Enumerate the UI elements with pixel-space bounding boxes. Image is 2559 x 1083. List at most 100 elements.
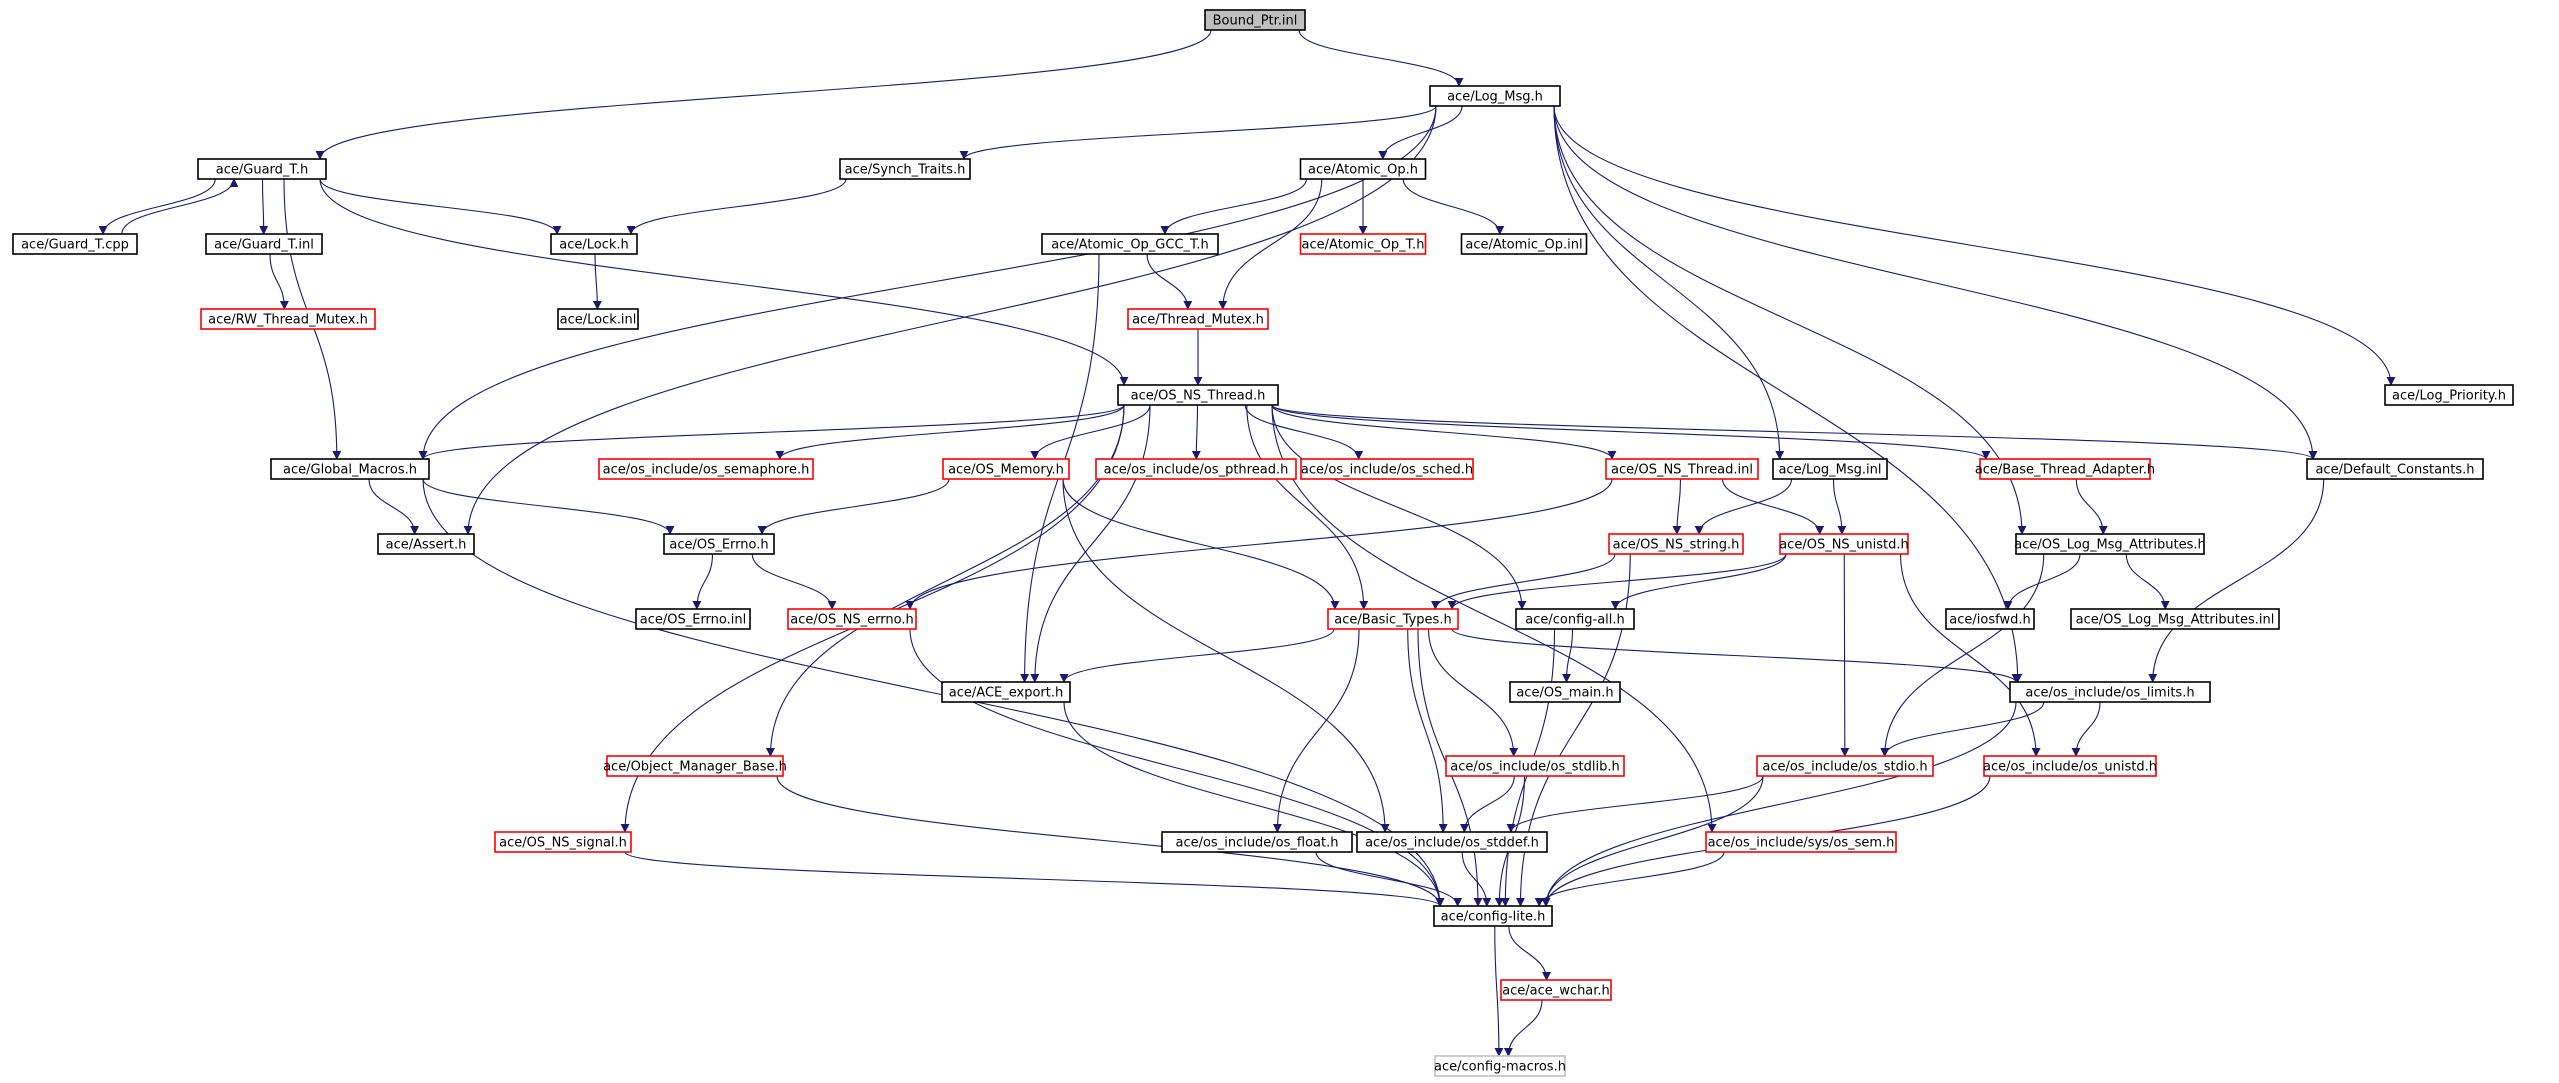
node-object-manager-base-h[interactable]: ace/Object_Manager_Base.h bbox=[603, 755, 787, 777]
node-config-lite-h[interactable]: ace/config-lite.h bbox=[1433, 905, 1553, 927]
node-os-float-h[interactable]: ace/os_include/os_float.h bbox=[1161, 831, 1353, 853]
node-os-ns-string-h[interactable]: ace/OS_NS_string.h bbox=[1608, 533, 1744, 555]
node-os-errno-inl[interactable]: ace/OS_Errno.inl bbox=[635, 608, 751, 630]
node-os-log-msg-attributes-h[interactable]: ace/OS_Log_Msg_Attributes.h bbox=[2014, 533, 2206, 555]
edge-guard_t_inl-to-rw_thread_mutex_h bbox=[269, 253, 289, 310]
node-bound-ptr-inl[interactable]: Bound_Ptr.inl bbox=[1204, 9, 1306, 31]
edge-os_ns_unistd_h-to-config_all_h bbox=[1610, 553, 1787, 610]
node-atomic-op-gcc-t-h[interactable]: ace/Atomic_Op_GCC_T.h bbox=[1041, 233, 1219, 255]
node-os-ns-errno-h[interactable]: ace/OS_NS_errno.h bbox=[787, 608, 917, 630]
node-default-constants-h[interactable]: ace/Default_Constants.h bbox=[2306, 458, 2484, 480]
node-thread-mutex-h[interactable]: ace/Thread_Mutex.h bbox=[1127, 308, 1269, 330]
node-config-all-h[interactable]: ace/config-all.h bbox=[1515, 608, 1635, 630]
edge-config_lite_h-to-config_macros_h bbox=[1494, 925, 1504, 1057]
edge-os_stdlib_h-to-os_stddef_h bbox=[1459, 775, 1515, 833]
node-os-main-h[interactable]: ace/OS_main.h bbox=[1509, 681, 1621, 703]
node-box bbox=[1983, 755, 2157, 777]
node-label: ace/ace_wchar.h bbox=[1502, 984, 1610, 999]
node-lock-inl[interactable]: ace/Lock.inl bbox=[557, 308, 639, 330]
node-lock-h[interactable]: ace/Lock.h bbox=[550, 233, 638, 255]
node-os-ns-unistd-h[interactable]: ace/OS_NS_unistd.h bbox=[1779, 533, 1909, 555]
edge-basic_types_h-to-os_float_h bbox=[1272, 628, 1360, 833]
node-synch-traits-h[interactable]: ace/Synch_Traits.h bbox=[839, 158, 971, 180]
edge-os_ns_thread_inl-to-os_ns_unistd_h bbox=[1721, 478, 1825, 535]
node-config-macros-h[interactable]: ace/config-macros.h bbox=[1434, 1055, 1566, 1077]
node-label: ace/OS_NS_signal.h bbox=[499, 836, 627, 851]
node-os-pthread-h[interactable]: ace/os_include/os_pthread.h bbox=[1095, 458, 1297, 480]
edge-os_ns_thread_h-to-os_sched_h bbox=[1244, 404, 1364, 460]
node-atomic-op-inl[interactable]: ace/Atomic_Op.inl bbox=[1460, 233, 1588, 255]
node-box bbox=[1608, 533, 1744, 555]
edge-guard_t_h-to-guard_t_cpp bbox=[98, 178, 216, 235]
node-box bbox=[1356, 831, 1548, 853]
node-base-thread-adapter-h[interactable]: ace/Base_Thread_Adapter.h bbox=[1975, 458, 2155, 480]
edge-log_msg_h-to-synch_traits_h bbox=[959, 105, 1437, 160]
node-os-log-msg-attributes-inl[interactable]: ace/OS_Log_Msg_Attributes.inl bbox=[2070, 608, 2280, 630]
node-label: ace/config-all.h bbox=[1525, 613, 1625, 628]
node-ace-wchar-h[interactable]: ace/ace_wchar.h bbox=[1500, 979, 1612, 1001]
edge-log_msg_h-to-os_log_msg_attributes_h bbox=[1553, 105, 2027, 535]
node-os-ns-signal-h[interactable]: ace/OS_NS_signal.h bbox=[494, 831, 632, 853]
node-box bbox=[550, 233, 638, 255]
node-os-sched-h[interactable]: ace/os_include/os_sched.h bbox=[1300, 458, 1474, 480]
node-iosfwd-h[interactable]: ace/iosfwd.h bbox=[1945, 608, 2035, 630]
edge-os_ns_thread_h-to-basic_types_h bbox=[1246, 404, 1369, 610]
edge-ace_export_h-to-config_lite_h bbox=[1063, 701, 1445, 907]
node-guard-t-cpp[interactable]: ace/Guard_T.cpp bbox=[12, 233, 138, 255]
edge-os_limits_h-to-os_stdio_h bbox=[1880, 701, 2045, 757]
node-os-ns-thread-inl[interactable]: ace/OS_NS_Thread.inl bbox=[1605, 458, 1759, 480]
edge-log_msg_h-to-assert_h bbox=[463, 105, 1437, 535]
edge-ace_wchar_h-to-config_macros_h bbox=[1503, 999, 1543, 1057]
node-os-stdlib-h[interactable]: ace/os_include/os_stdlib.h bbox=[1445, 755, 1625, 777]
node-box bbox=[941, 681, 1071, 703]
node-ace-export-h[interactable]: ace/ACE_export.h bbox=[941, 681, 1071, 703]
edge-log_msg_inl-to-os_ns_unistd_h bbox=[1832, 478, 1847, 535]
node-box bbox=[1979, 458, 2151, 480]
node-os-ns-thread-h[interactable]: ace/OS_NS_Thread.h bbox=[1117, 384, 1279, 406]
edge-os_errno_h-to-os_errno_inl bbox=[692, 553, 714, 610]
node-label: ace/os_include/os_float.h bbox=[1175, 836, 1338, 851]
edge-os_ns_signal_h-to-config_lite_h bbox=[624, 851, 1445, 907]
node-label: ace/config-macros.h bbox=[1434, 1060, 1566, 1075]
node-box bbox=[942, 458, 1070, 480]
node-assert-h[interactable]: ace/Assert.h bbox=[377, 533, 475, 555]
edge-global_macros_h-to-config_lite_h bbox=[422, 478, 1445, 907]
node-label: ace/ACE_export.h bbox=[949, 686, 1063, 701]
node-rw-thread-mutex-h[interactable]: ace/RW_Thread_Mutex.h bbox=[200, 308, 376, 330]
node-box bbox=[1779, 533, 1909, 555]
node-log-msg-inl[interactable]: ace/Log_Msg.inl bbox=[1772, 458, 1888, 480]
node-os-stddef-h[interactable]: ace/os_include/os_stddef.h bbox=[1356, 831, 1548, 853]
edge-basic_types_h-to-os_stdlib_h bbox=[1427, 628, 1519, 757]
node-guard-t-inl[interactable]: ace/Guard_T.inl bbox=[205, 233, 323, 255]
edge-os_log_msg_attributes_h-to-iosfwd_h bbox=[2003, 553, 2081, 610]
node-box bbox=[1945, 608, 2035, 630]
node-label: ace/os_include/os_stdio.h bbox=[1762, 760, 1927, 775]
node-basic-types-h[interactable]: ace/Basic_Types.h bbox=[1327, 608, 1459, 630]
edge-bound_ptr_inl-to-log_msg_h bbox=[1298, 29, 1464, 87]
node-os-stdio-h[interactable]: ace/os_include/os_stdio.h bbox=[1756, 755, 1934, 777]
node-box bbox=[606, 755, 784, 777]
node-os-limits-h[interactable]: ace/os_include/os_limits.h bbox=[2009, 681, 2211, 703]
node-label: ace/RW_Thread_Mutex.h bbox=[208, 313, 368, 328]
edge-os_memory_h-to-basic_types_h bbox=[1062, 478, 1340, 610]
node-box bbox=[1605, 458, 1759, 480]
node-os-unistd-h[interactable]: ace/os_include/os_unistd.h bbox=[1983, 755, 2157, 777]
node-atomic-op-t-h[interactable]: ace/Atomic_Op_T.h bbox=[1299, 233, 1427, 255]
node-global-macros-h[interactable]: ace/Global_Macros.h bbox=[270, 458, 430, 480]
node-os-memory-h[interactable]: ace/OS_Memory.h bbox=[942, 458, 1070, 480]
edge-global_macros_h-to-os_errno_h bbox=[422, 478, 675, 535]
edge-os_ns_unistd_h-to-basic_types_h bbox=[1447, 553, 1787, 610]
node-label: ace/OS_Memory.h bbox=[948, 463, 1064, 478]
node-log-priority-h[interactable]: ace/Log_Priority.h bbox=[2384, 384, 2514, 406]
node-box bbox=[2009, 681, 2211, 703]
node-os-errno-h[interactable]: ace/OS_Errno.h bbox=[663, 533, 775, 555]
edge-log_msg_inl-to-os_ns_string_h bbox=[1694, 478, 1793, 535]
node-log-msg-h[interactable]: ace/Log_Msg.h bbox=[1429, 85, 1561, 107]
node-label: ace/os_include/os_sched.h bbox=[1301, 463, 1473, 478]
edge-os_ns_thread_h-to-ace_export_h bbox=[1030, 404, 1151, 683]
node-atomic-op-h[interactable]: ace/Atomic_Op.h bbox=[1299, 158, 1427, 180]
node-os-semaphore-h[interactable]: ace/os_include/os_semaphore.h bbox=[598, 458, 814, 480]
node-guard-t-h[interactable]: ace/Guard_T.h bbox=[197, 158, 327, 180]
node-os-sem-h[interactable]: ace/os_include/sys/os_sem.h bbox=[1705, 831, 1897, 853]
edge-atomic_op_h-to-atomic_op_inl bbox=[1402, 178, 1505, 235]
